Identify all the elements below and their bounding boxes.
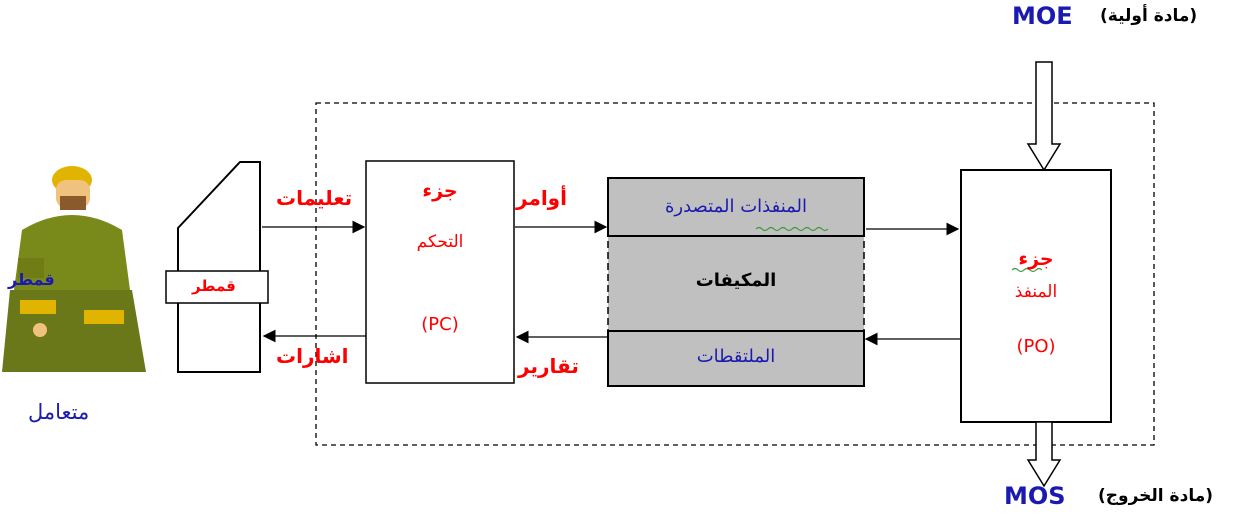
system-boundary	[315, 102, 1155, 446]
operative-part-code: (PO)	[1016, 336, 1056, 357]
control-part-box	[365, 160, 515, 384]
signals-label: اشارات	[276, 344, 349, 368]
operator-figure	[2, 166, 146, 372]
operative-part-box	[960, 169, 1112, 423]
desk-shape	[165, 161, 269, 373]
actuators-label: المنفذات المتصدرة	[664, 196, 808, 217]
control-part-code: (PC)	[421, 314, 459, 335]
operator-overlay-label: قمطر	[8, 270, 55, 289]
desk-label: قمطر	[192, 277, 236, 295]
control-part-line1: جزء	[422, 180, 458, 202]
operative-part-line1: جزء	[1018, 248, 1054, 270]
raw-material-label: (مادة أولية)	[1100, 6, 1198, 26]
output-material-label: (مادة الخروج)	[1098, 486, 1214, 506]
reports-label: تقارير	[518, 354, 579, 378]
sensors-label: الملتقطات	[696, 346, 776, 367]
spellcheck-squiggle-1	[755, 226, 829, 232]
instructions-label: تعليمات	[276, 186, 353, 210]
control-part-line2: التحكم	[416, 232, 464, 252]
actuators-box	[607, 177, 865, 237]
operator-label: متعامل	[28, 400, 90, 424]
output-material-code: MOS	[1004, 482, 1066, 510]
sensors-box	[607, 330, 865, 387]
raw-material-code: MOE	[1012, 2, 1073, 30]
output-material-arrow	[1026, 421, 1062, 488]
adapters-label: المكيفات	[695, 270, 777, 291]
raw-material-arrow	[1026, 61, 1062, 172]
commands-label: أوامر	[516, 186, 567, 210]
operative-part-line2: المنفذ	[1014, 282, 1058, 302]
spellcheck-squiggle-2	[1011, 267, 1043, 273]
